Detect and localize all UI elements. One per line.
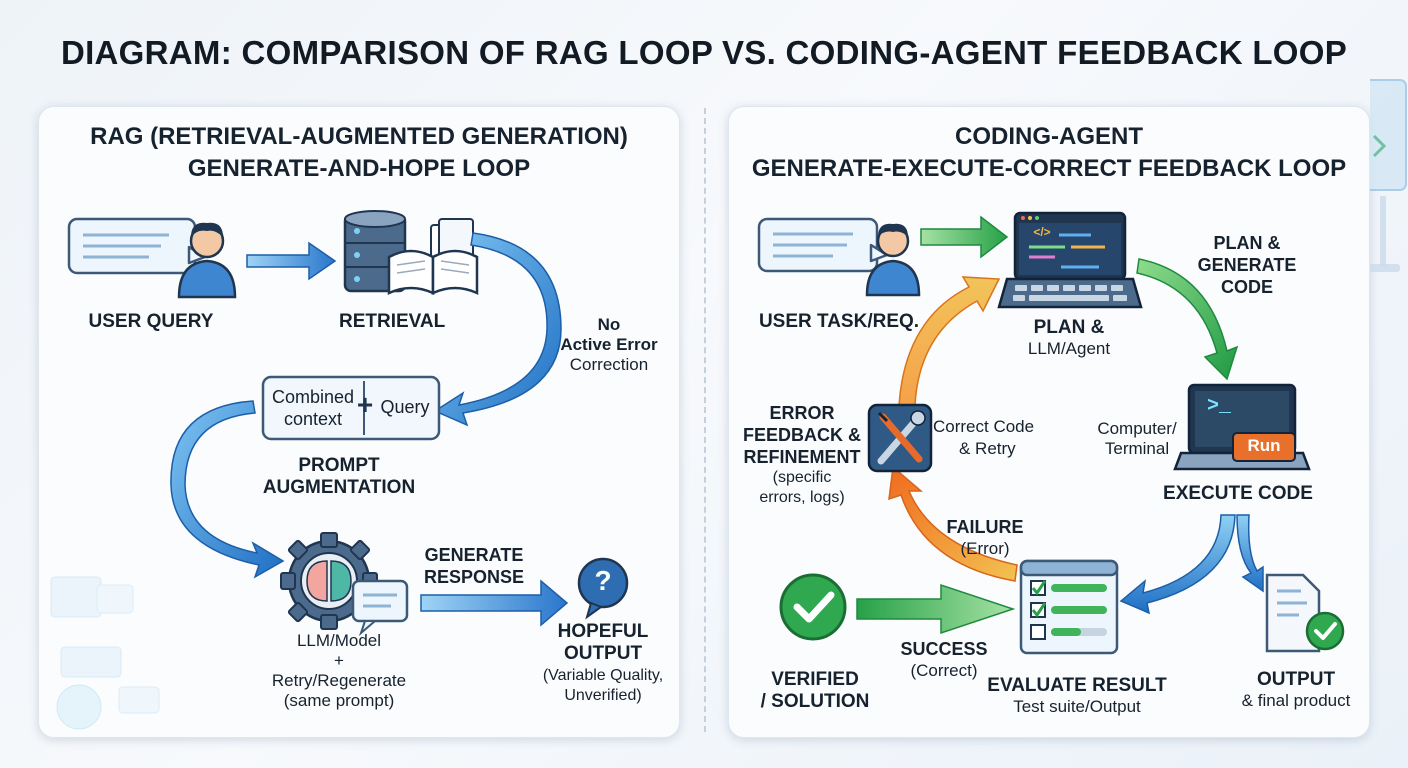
agent-title-line1: CODING-AGENT <box>955 123 1143 150</box>
label-success: SUCCESS <box>900 639 988 659</box>
arrow-feedback-to-plan <box>898 276 1001 406</box>
arrow-task-to-plan <box>920 215 1009 259</box>
label-failure: FAILURE <box>946 517 1024 537</box>
label-errors-logs: errors, logs) <box>759 489 845 506</box>
arrow-evaluate-to-verified <box>856 583 1016 635</box>
code-tag-glyph: </> <box>1033 225 1051 239</box>
panel-divider <box>704 108 706 732</box>
label-context: context <box>283 409 343 429</box>
task-bubble-icon <box>757 217 889 273</box>
agent-panel: CODING-AGENT GENERATE-EXECUTE-CORRECT FE… <box>728 106 1370 738</box>
rag-title-line1: RAG (RETRIEVAL-AUGMENTED GENERATION) <box>90 123 628 150</box>
arrow-retrieval-to-prompt <box>433 232 562 427</box>
rag-diagram-graphics <box>50 210 629 730</box>
decor-monitor-right <box>1370 79 1407 272</box>
run-button-icon <box>1232 432 1296 462</box>
label-retrieval: RETRIEVAL <box>339 311 446 332</box>
label-final-product: & final product <box>1241 691 1351 710</box>
agent-title-line2: GENERATE-EXECUTE-CORRECT FEEDBACK LOOP <box>751 155 1347 182</box>
question-mark-icon <box>577 557 629 620</box>
label-evaluate-result: EVALUATE RESULT <box>987 675 1167 696</box>
prompt-box <box>261 375 441 441</box>
label-specific: (specific <box>772 469 832 486</box>
terminal-prompt-glyph: >_ <box>1206 395 1231 418</box>
output-document-icon <box>1265 573 1345 653</box>
wrench-screwdriver-icon <box>867 403 933 473</box>
label-generate: GENERATE <box>424 545 524 565</box>
label-unverified: Unverified) <box>564 687 642 704</box>
agent-diagram-graphics <box>757 211 1345 655</box>
label-correct-paren: (Correct) <box>910 661 978 680</box>
page-title: DIAGRAM: COMPARISON OF RAG LOOP VS. CODI… <box>60 34 1348 71</box>
label-computer: Computer/ <box>1097 419 1177 438</box>
book-icon <box>387 249 479 295</box>
speech-bubble-icon <box>67 217 207 275</box>
arrow-query-to-retrieval <box>246 241 337 281</box>
label-refinement: REFINEMENT <box>743 447 861 467</box>
label-feedback: FEEDBACK & <box>742 425 861 445</box>
verified-check-icon <box>779 573 847 641</box>
label-verified: VERIFIED <box>771 669 859 690</box>
label-hopeful: HOPEFUL <box>557 621 649 642</box>
label-retry: & Retry <box>959 439 1016 458</box>
checklist-icon <box>1019 559 1119 655</box>
label-prompt: PROMPT <box>298 455 380 476</box>
label-solution: / SOLUTION <box>760 691 870 712</box>
label-llm-agent: LLM/Agent <box>1027 339 1111 358</box>
keyboard-icon <box>997 277 1143 309</box>
label-terminal: Terminal <box>1104 439 1170 458</box>
label-llm-plus: + <box>334 651 344 670</box>
label-same-prompt: (same prompt) <box>283 691 395 710</box>
label-augmentation: AUGMENTATION <box>262 477 416 498</box>
run-button[interactable]: Run <box>1247 436 1281 455</box>
label-correction: Correction <box>569 355 649 374</box>
label-plan-gen-1: PLAN & <box>1213 233 1281 253</box>
label-error-paren: (Error) <box>960 539 1010 558</box>
label-execute-code: EXECUTE CODE <box>1163 483 1313 504</box>
label-user-task: USER TASK/REQ. <box>758 311 920 332</box>
label-test-suite: Test suite/Output <box>1013 697 1141 716</box>
arrow-execute-to-output <box>1236 514 1264 593</box>
rag-title-line2: GENERATE-AND-HOPE LOOP <box>187 155 531 182</box>
label-output: OUTPUT <box>1256 669 1336 690</box>
label-combined: Combined <box>271 387 355 407</box>
label-variable-quality: (Variable Quality, <box>542 667 664 684</box>
user-icon <box>177 222 237 299</box>
label-plan-gen-3: CODE <box>1220 277 1273 297</box>
label-active-error: Active Error <box>560 335 658 354</box>
plus-icon: + <box>356 389 374 420</box>
label-query: Query <box>380 397 430 417</box>
code-editor-icon <box>1013 211 1127 281</box>
decor-circuit-left <box>50 576 160 730</box>
gear-brain-icon <box>280 532 378 630</box>
label-no: No <box>597 315 621 334</box>
label-retry: Retry/Regenerate <box>271 671 407 690</box>
rag-panel: RAG (RETRIEVAL-AUGMENTED GENERATION) GEN… <box>38 106 680 738</box>
user-icon <box>865 223 921 297</box>
arrow-prompt-to-llm <box>170 400 285 579</box>
label-error: ERROR <box>769 403 835 423</box>
label-correct-code: Correct Code <box>933 417 1035 436</box>
arrow-llm-to-output <box>420 579 569 627</box>
question-mark-glyph: ? <box>594 565 612 596</box>
chat-bubble-icon <box>351 579 409 637</box>
label-user-query: USER QUERY <box>88 311 214 332</box>
label-output: OUTPUT <box>563 643 643 664</box>
label-plan-gen-2: GENERATE <box>1197 255 1297 275</box>
arrow-plan-to-execute <box>1136 258 1239 381</box>
arrow-execute-to-evaluate <box>1119 514 1236 615</box>
label-llm-model: LLM/Model <box>296 631 382 650</box>
label-response: RESPONSE <box>423 567 525 587</box>
label-plan: PLAN & <box>1033 317 1105 338</box>
